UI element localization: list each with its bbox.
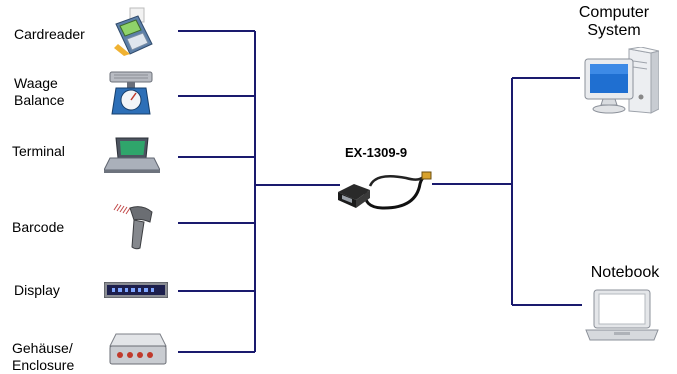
led-display-icon [104,282,168,298]
barcode-scanner-icon [113,203,153,250]
target-label-computer: Computer System [578,4,650,39]
laptop-terminal-icon [104,137,160,173]
notebook-icon [585,289,659,341]
device-label-display: Display [14,282,60,298]
device-label-terminal: Terminal [12,143,65,159]
enclosure-box-icon [109,333,167,365]
device-label-scale: Waage Balance [14,75,65,108]
device-label-barcode: Barcode [12,219,65,235]
device-label-cardreader: Cardreader [14,26,85,42]
adapter-label: EX-1309-9 [345,145,408,160]
usb-serial-adapter-icon [338,171,432,210]
device-label-enclosure: Gehäuse/ Enclosure [12,340,75,373]
target-label-notebook: Notebook [590,264,660,281]
card-terminal-icon [114,7,153,56]
desktop-computer-icon [584,47,659,114]
scale-icon [109,71,153,115]
